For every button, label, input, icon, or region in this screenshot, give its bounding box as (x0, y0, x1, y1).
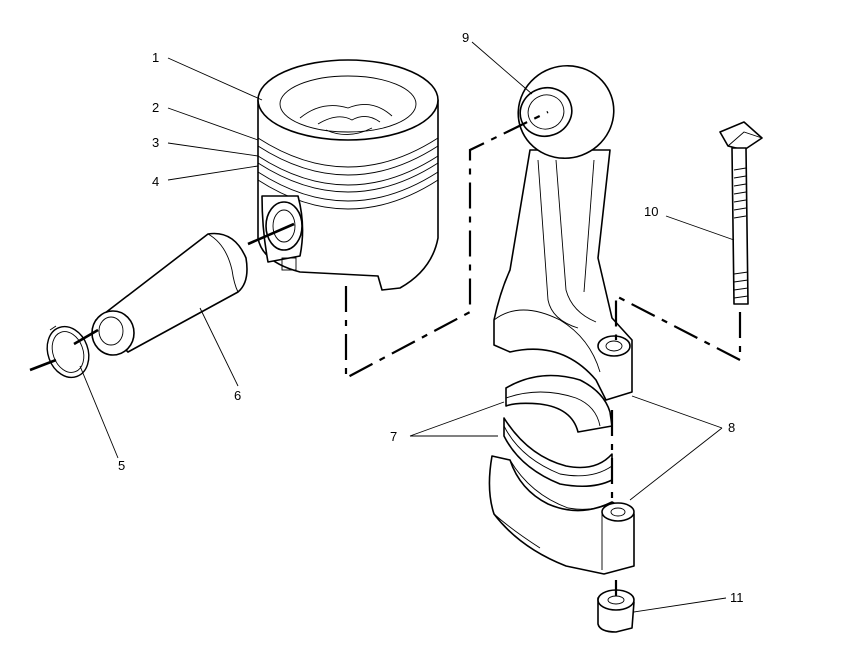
callout-8: 8 (728, 420, 735, 435)
assembly-lines (29, 111, 742, 596)
piston-pin (91, 232, 248, 356)
connecting-rod (493, 64, 633, 401)
piston (257, 59, 439, 291)
bearing-shells (503, 374, 613, 488)
callout-4: 4 (152, 174, 159, 189)
callout-1: 1 (152, 50, 159, 65)
callout-5: 5 (118, 458, 125, 473)
leader-lines (79, 41, 735, 613)
callout-3: 3 (152, 135, 159, 150)
callout-10: 10 (644, 204, 658, 219)
rod-cap (488, 455, 635, 575)
callout-6: 6 (234, 388, 241, 403)
snap-ring (46, 325, 90, 379)
callout-labels: 1 2 3 4 5 6 7 8 9 10 11 (118, 30, 744, 605)
connecting-rod-nut (597, 589, 635, 633)
callout-11: 11 (730, 590, 744, 605)
callout-2: 2 (152, 100, 159, 115)
callout-7: 7 (390, 429, 397, 444)
callout-9: 9 (462, 30, 469, 45)
connecting-rod-bolt (719, 121, 763, 305)
